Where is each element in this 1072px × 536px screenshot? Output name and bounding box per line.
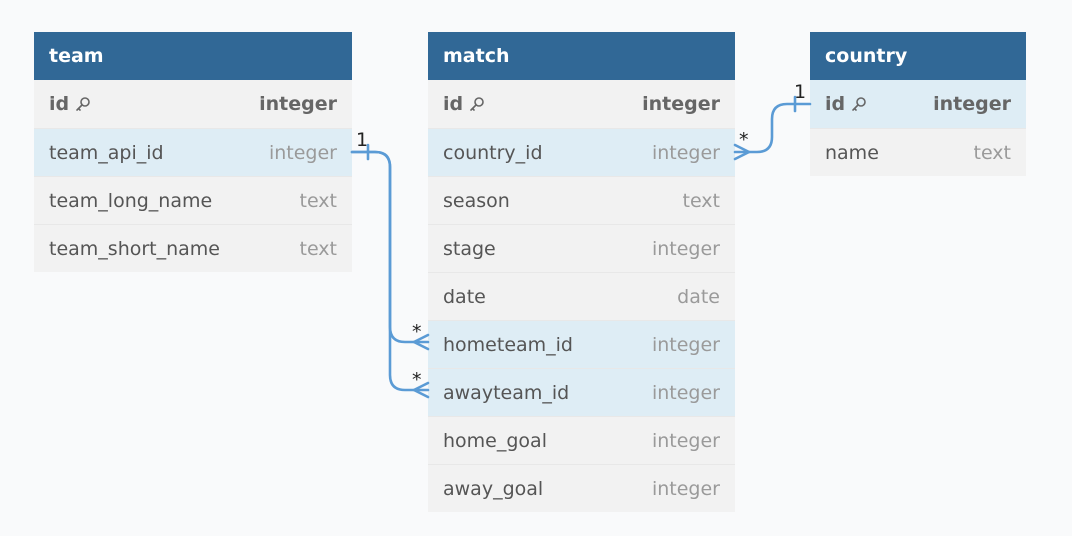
- field-row-team-short-name[interactable]: team_short_name text: [34, 224, 352, 272]
- field-type: integer: [651, 333, 720, 356]
- field-row-country-id[interactable]: id integer: [810, 80, 1026, 128]
- field-name: team_long_name: [49, 189, 213, 212]
- field-type: date: [677, 285, 720, 308]
- field-type: integer: [642, 93, 720, 115]
- field-row-team-api-id[interactable]: team_api_id integer: [34, 128, 352, 176]
- relation-team-awayteam: [350, 150, 430, 392]
- field-row-match-hometeam-id[interactable]: hometeam_id integer: [428, 320, 735, 368]
- field-type: integer: [651, 381, 720, 404]
- field-row-match-stage[interactable]: stage integer: [428, 224, 735, 272]
- field-type: integer: [933, 93, 1011, 115]
- field-row-country-name[interactable]: name text: [810, 128, 1026, 176]
- field-row-team-id[interactable]: id integer: [34, 80, 352, 128]
- field-name: team_api_id: [49, 141, 164, 164]
- table-match[interactable]: match id integer country_id integer seas…: [428, 32, 735, 512]
- field-row-match-season[interactable]: season text: [428, 176, 735, 224]
- field-type: text: [299, 189, 338, 212]
- field-type: integer: [651, 237, 720, 260]
- cardinality-many-country-id: *: [739, 129, 749, 151]
- field-type: text: [299, 237, 338, 260]
- field-type: text: [682, 189, 721, 212]
- table-header-team[interactable]: team: [34, 32, 352, 80]
- key-icon: [75, 96, 91, 112]
- field-name: away_goal: [443, 477, 544, 500]
- field-name: id: [825, 93, 846, 115]
- field-type: integer: [651, 429, 720, 452]
- field-row-match-date[interactable]: date date: [428, 272, 735, 320]
- field-row-match-awayteam-id[interactable]: awayteam_id integer: [428, 368, 735, 416]
- field-row-match-home-goal[interactable]: home_goal integer: [428, 416, 735, 464]
- field-name: date: [443, 285, 486, 308]
- table-header-match[interactable]: match: [428, 32, 735, 80]
- field-type: integer: [259, 93, 337, 115]
- field-type: integer: [651, 141, 720, 164]
- cardinality-many-awayteam: *: [412, 369, 422, 391]
- field-name: team_short_name: [49, 237, 220, 260]
- field-name: season: [443, 189, 510, 212]
- field-name: id: [49, 93, 70, 115]
- cardinality-many-hometeam: *: [412, 321, 422, 343]
- table-country[interactable]: country id integer name text: [810, 32, 1026, 176]
- field-name: country_id: [443, 141, 543, 164]
- field-row-match-id[interactable]: id integer: [428, 80, 735, 128]
- field-row-match-country-id[interactable]: country_id integer: [428, 128, 735, 176]
- key-icon: [851, 96, 867, 112]
- table-header-country[interactable]: country: [810, 32, 1026, 80]
- field-name: awayteam_id: [443, 381, 570, 404]
- table-team[interactable]: team id integer team_api_id integer team…: [34, 32, 352, 272]
- key-icon: [469, 96, 485, 112]
- cardinality-one-team: 1: [356, 129, 369, 151]
- field-type: text: [973, 141, 1012, 164]
- field-name: name: [825, 141, 879, 164]
- field-name: home_goal: [443, 429, 547, 452]
- relation-team-hometeam: [350, 150, 430, 344]
- field-row-match-away-goal[interactable]: away_goal integer: [428, 464, 735, 512]
- cardinality-one-country: 1: [794, 81, 807, 103]
- field-row-team-long-name[interactable]: team_long_name text: [34, 176, 352, 224]
- field-name: hometeam_id: [443, 333, 573, 356]
- field-type: integer: [268, 141, 337, 164]
- field-name: id: [443, 93, 464, 115]
- field-type: integer: [651, 477, 720, 500]
- field-name: stage: [443, 237, 496, 260]
